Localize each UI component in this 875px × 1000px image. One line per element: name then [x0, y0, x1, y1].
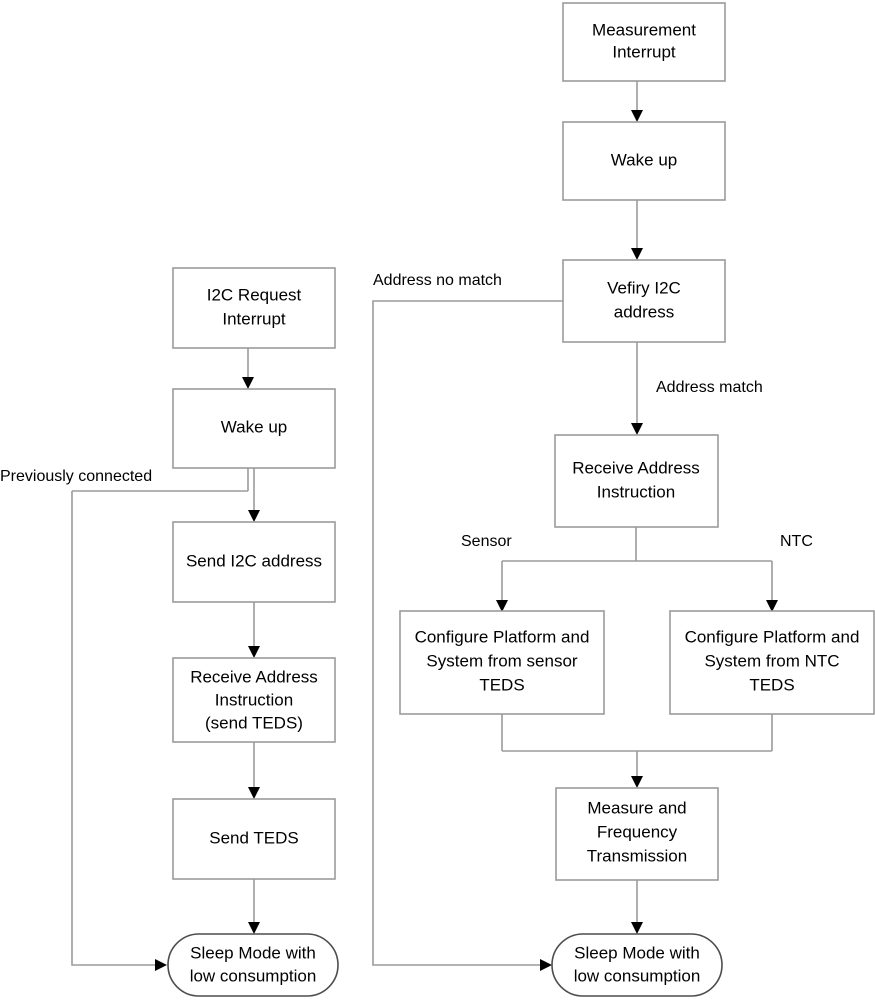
arrow-down-icon [496, 600, 508, 612]
arrow-down-icon [631, 248, 643, 260]
sleep-mode-right-label-line1: Sleep Mode with [574, 943, 700, 962]
send-i2c-address-box [172, 521, 336, 603]
arrow-down-icon [248, 646, 260, 658]
node-configure-sensor-teds: Configure Platform and System from senso… [399, 610, 605, 715]
edge-i2c-request-to-wakeup [242, 348, 254, 389]
wake-up-left-label: Wake up [221, 417, 287, 436]
sleep-mode-left-label-line1: Sleep Mode with [190, 943, 316, 962]
node-measure-and-frequency-transmission: Measure and Frequency Transmission [555, 787, 719, 881]
edge-send-teds-to-sleep-left [248, 879, 260, 934]
verify-i2c-address-label-line1: Vefiry I2C [607, 278, 681, 297]
sleep-mode-left-label-line2: low consumption [190, 966, 317, 985]
edge-previously-connected-line [71, 468, 249, 966]
node-send-i2c-address: Send I2C address [172, 521, 336, 603]
configure-sensor-teds-label-line1: Configure Platform and [415, 627, 590, 646]
edge-previously-connected [71, 468, 249, 971]
node-verify-i2c-address: Vefiry I2C address [562, 259, 726, 343]
i2c-request-interrupt-label-line2: Interrupt [222, 309, 286, 328]
measure-label-line2: Frequency [597, 822, 678, 841]
configure-ntc-teds-box [669, 610, 875, 715]
measure-label-line1: Measure and [587, 798, 686, 817]
send-teds-label: Send TEDS [209, 828, 298, 847]
measurement-interrupt-label-line2: Interrupt [612, 42, 676, 61]
recv-addr-teds-label-line3: (send TEDS) [205, 713, 303, 732]
node-i2c-request-interrupt: I2C Request Interrupt [172, 267, 336, 349]
verify-i2c-address-label-line2: address [614, 302, 674, 321]
edge-measure-to-sleep-right [631, 880, 643, 934]
sleep-mode-left-shape [167, 933, 339, 997]
configure-sensor-teds-label-line3: TEDS [479, 675, 524, 694]
send-i2c-address-label: Send I2C address [186, 551, 322, 570]
edge-merge-to-measure-line [501, 714, 773, 779]
edge-split-sensor-ntc-line [501, 527, 773, 603]
arrow-down-icon [766, 600, 778, 612]
edge-measurement-to-wakeup [631, 81, 643, 122]
arrow-down-icon [631, 110, 643, 122]
verify-i2c-address-box [562, 259, 726, 343]
arrow-down-icon [631, 423, 643, 435]
edge-address-no-match-line [372, 300, 563, 966]
i2c-request-interrupt-box [172, 267, 336, 349]
edge-label-address-match: Address match [656, 379, 763, 396]
edge-wakeup-to-send-i2c [248, 468, 260, 522]
receive-address-instruction-send-teds-box [172, 657, 336, 743]
node-configure-ntc-teds: Configure Platform and System from NTC T… [669, 610, 875, 715]
edge-merge-to-measure [501, 714, 773, 788]
node-receive-address-instruction-send-teds: Receive Address Instruction (send TEDS) [172, 657, 336, 743]
recv-addr-teds-label-line1: Receive Address [190, 667, 318, 686]
wake-up-right-label: Wake up [611, 150, 677, 169]
configure-sensor-teds-box [399, 610, 605, 715]
edge-split-sensor-ntc [496, 527, 778, 612]
arrow-right-icon [155, 959, 167, 971]
edge-label-previously-connected: Previously connected [0, 468, 152, 485]
arrow-down-icon [248, 787, 260, 799]
sleep-mode-right-label-line2: low consumption [574, 966, 701, 985]
arrow-down-icon [242, 377, 254, 389]
receive-address-instruction-label-line1: Receive Address [572, 458, 700, 477]
edge-label-address-no-match: Address no match [373, 272, 502, 289]
measurement-interrupt-label-line1: Measurement [592, 20, 696, 39]
receive-address-instruction-box [554, 434, 719, 528]
arrow-down-icon [248, 510, 260, 522]
edge-label-sensor: Sensor [461, 533, 512, 550]
node-send-teds: Send TEDS [172, 798, 336, 880]
node-sleep-mode-left: Sleep Mode with low consumption [167, 933, 339, 997]
wake-up-right-box [562, 121, 726, 201]
node-receive-address-instruction: Receive Address Instruction [554, 434, 719, 528]
i2c-request-interrupt-label-line1: I2C Request [207, 285, 302, 304]
measure-label-line3: Transmission [587, 846, 687, 865]
edge-send-i2c-to-recv-teds [248, 602, 260, 658]
arrow-down-icon [248, 922, 260, 934]
edge-address-no-match [372, 300, 563, 971]
arrow-right-icon [540, 959, 552, 971]
arrow-down-icon [631, 776, 643, 788]
configure-ntc-teds-label-line2: System from NTC [704, 651, 839, 670]
edge-label-ntc: NTC [780, 533, 813, 550]
configure-ntc-teds-label-line1: Configure Platform and [685, 627, 860, 646]
node-wake-up-right: Wake up [562, 121, 726, 201]
measure-and-frequency-transmission-box [555, 787, 719, 881]
configure-ntc-teds-label-line3: TEDS [749, 675, 794, 694]
node-measurement-interrupt: Measurement Interrupt [562, 2, 726, 82]
recv-addr-teds-label-line2: Instruction [215, 690, 293, 709]
node-sleep-mode-right: Sleep Mode with low consumption [551, 933, 723, 997]
sleep-mode-right-shape [551, 933, 723, 997]
configure-sensor-teds-label-line2: System from sensor [426, 651, 577, 670]
edge-address-match [631, 342, 643, 435]
edge-recv-teds-to-send-teds [248, 742, 260, 799]
edge-wakeup-to-verify [631, 200, 643, 260]
measurement-interrupt-box [562, 2, 726, 82]
node-wake-up-left: Wake up [172, 388, 336, 469]
receive-address-instruction-label-line2: Instruction [597, 482, 675, 501]
send-teds-box [172, 798, 336, 880]
arrow-down-icon [631, 922, 643, 934]
